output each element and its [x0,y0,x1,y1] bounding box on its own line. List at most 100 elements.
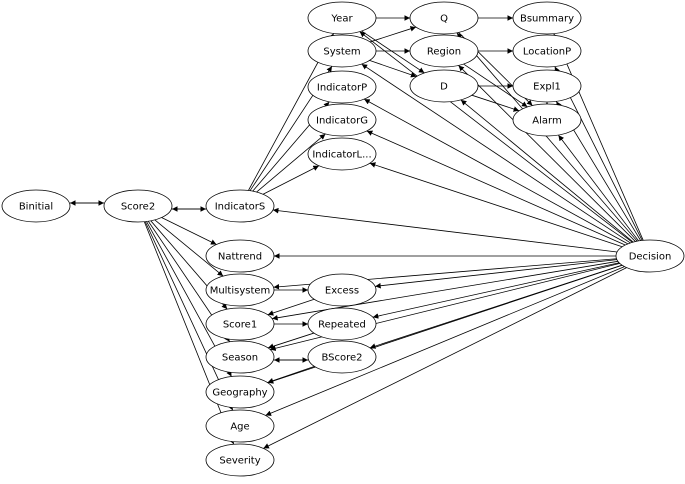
node-multisystem: Multisystem [205,273,275,307]
node-label: Excess [325,286,359,297]
node-label: Region [427,47,461,58]
node-label: Q [440,14,448,25]
edge-decision-to-indicators [272,207,618,253]
node-label: Alarm [532,116,561,127]
edge-decision-to-age [265,266,625,416]
node-shape [205,307,275,341]
node-label: Geography [212,388,267,399]
edge-decision-to-year [359,31,633,243]
edge-score2-to-severity [143,221,235,445]
node-shape [307,103,377,137]
node-label: Season [222,353,258,364]
node-shape [103,189,173,223]
node-shape [512,103,582,137]
node-shape [409,69,479,103]
node-label: Binitial [19,202,53,213]
node-indicatorl: IndicatorL... [307,137,377,171]
node-indicatorp: IndicatorP [307,70,377,104]
node-excess: Excess [307,273,377,307]
node-system: System [307,34,377,68]
node-label: Year [330,14,353,25]
node-shape [512,69,582,103]
node-label: System [323,47,360,58]
node-alarm: Alarm [512,103,582,137]
node-shape [307,137,377,171]
node-indicators: IndicatorS [205,189,275,223]
edge-decision-to-alarm [558,134,639,242]
node-label: Expl1 [533,82,561,93]
node-shape [409,1,479,35]
node-label: BScore2 [321,353,362,364]
node-shape [307,307,377,341]
node-shape [307,34,377,68]
node-shape [1,189,71,223]
edge-decision-to-indicatorl [369,162,623,248]
node-shape [205,340,275,374]
node-shape [205,443,275,477]
node-label: Score2 [121,202,155,213]
edge-excess-to-score1 [267,298,315,316]
node-shape [205,189,275,223]
edge-score2-to-nattrend [161,217,217,245]
edge-decision-to-indicatorp [363,98,629,245]
node-score2: Score2 [103,189,173,223]
node-geography: Geography [205,375,275,409]
node-nattrend: Nattrend [205,239,275,273]
node-bscore2: BScore2 [307,340,377,374]
node-expl1: Expl1 [512,69,582,103]
node-shape [307,1,377,35]
node-decision: Decision [615,239,685,273]
node-label: Decision [629,252,672,263]
node-shape [307,70,377,104]
edge-region-to-alarm [463,63,528,108]
node-shape [615,239,685,273]
node-label: Age [230,422,249,433]
node-label: Severity [219,456,260,467]
edge-decision-to-repeated [372,262,620,319]
edge-decision-to-indicatorg [366,130,626,246]
node-shape [307,340,377,374]
node-score1: Score1 [205,307,275,341]
node-shape [205,409,275,443]
node-shape [512,34,582,68]
edge-score2-to-age [144,221,234,411]
node-label: IndicatorP [317,83,367,94]
node-q: Q [409,1,479,35]
node-label: IndicatorL... [312,150,371,161]
node-locationp: LocationP [512,34,582,68]
edge-score2-to-multisystem [154,219,224,277]
node-label: LocationP [523,47,571,58]
node-label: IndicatorS [215,202,266,213]
edge-decision-to-system [361,63,631,244]
edge-repeated-to-season [267,332,315,349]
node-binitial: Binitial [1,189,71,223]
node-shape [205,273,275,307]
node-label: Score1 [223,320,257,331]
edge-decision-to-severity [263,267,627,449]
edge-decision-to-q [456,32,638,242]
edge-d-to-alarm [471,94,520,112]
node-shape [307,273,377,307]
node-shape [512,1,582,35]
edge-year-to-d [361,30,425,74]
node-label: Multisystem [210,286,271,297]
node-repeated: Repeated [307,307,377,341]
edge-system-to-q [369,26,417,43]
edge-system-to-d [369,60,417,78]
node-year: Year [307,1,377,35]
edge-indicators-to-indicatorl [262,165,320,195]
node-label: Nattrend [218,252,262,263]
edge-decision-to-d [460,99,634,243]
edge-indicators-to-indicatorg [256,133,326,193]
node-shape [205,375,275,409]
node-shape [409,34,479,68]
node-bsummary: Bsummary [512,1,582,35]
edge-decision-to-region [458,65,636,242]
node-label: Repeated [318,320,366,331]
node-severity: Severity [205,443,275,477]
node-region: Region [409,34,479,68]
node-label: Bsummary [520,14,574,25]
node-shape [205,239,275,273]
edge-decision-to-bsummary [553,33,644,241]
